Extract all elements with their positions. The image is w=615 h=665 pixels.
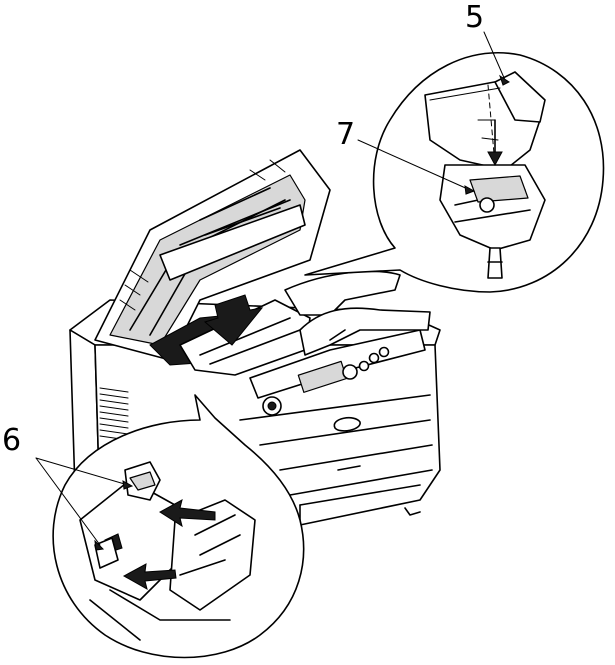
side-vent (99, 387, 129, 441)
nav-button (342, 364, 358, 380)
hand (284, 270, 431, 356)
arrow-down-icon (487, 119, 503, 167)
detail-bubble-top (304, 52, 605, 293)
drum-peg (487, 247, 503, 279)
callout-6: 6 (2, 423, 21, 458)
open-top-cover (94, 149, 331, 361)
arrow-left-icon (122, 563, 177, 591)
leader-lines (35, 31, 510, 551)
tray-handle (333, 416, 361, 432)
arrow-left-icon (159, 499, 216, 528)
callout-7: 7 (336, 117, 355, 152)
operator-panel (249, 329, 426, 416)
insert-arrow-icon (203, 294, 264, 346)
callout-5: 5 (465, 0, 484, 35)
detail-bubble-bottom (52, 394, 305, 659)
